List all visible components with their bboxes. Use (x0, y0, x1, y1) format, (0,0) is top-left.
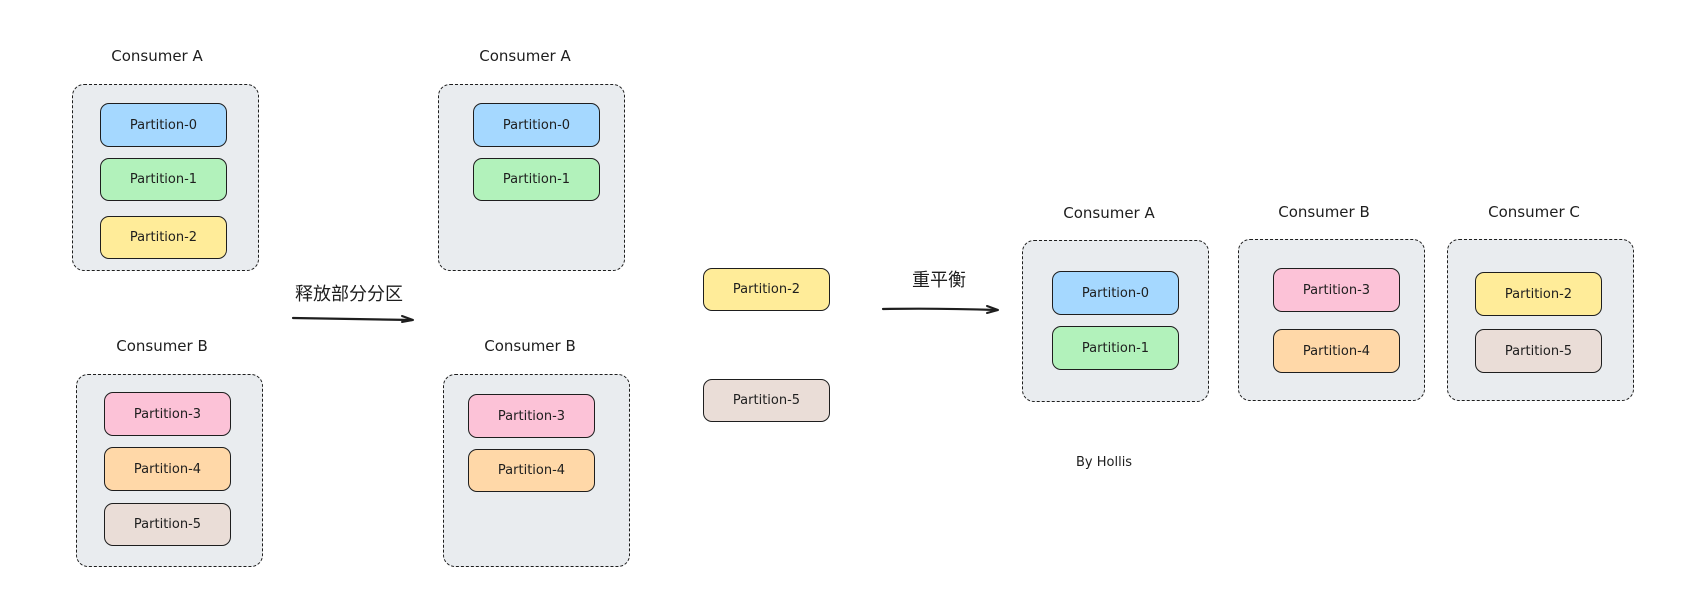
stage1-consumer-a-title: Consumer A (111, 47, 203, 65)
partition-box: Partition-1 (1052, 326, 1179, 370)
stage3-consumer-b-group (1238, 239, 1425, 401)
partition-box: Partition-3 (1273, 268, 1400, 312)
rebalance-arrow (881, 305, 999, 314)
partition-box: Partition-2 (100, 216, 227, 259)
partition-box: Partition-2 (1475, 272, 1602, 316)
release-arrow (291, 315, 414, 323)
rebalance-label: 重平衡 (912, 270, 966, 291)
stage3-consumer-c-title: Consumer C (1488, 203, 1580, 221)
partition-box: Partition-1 (473, 158, 600, 201)
stage3-consumer-c-group (1447, 239, 1634, 401)
partition-box: Partition-5 (1475, 329, 1602, 373)
partition-box: Partition-0 (473, 103, 600, 147)
stage3-consumer-b-title: Consumer B (1278, 203, 1370, 221)
partition-box: Partition-4 (468, 449, 595, 492)
release-partitions-label: 释放部分分区 (295, 284, 403, 305)
partition-box: Partition-0 (1052, 271, 1179, 315)
author-credit: By Hollis (1076, 455, 1133, 470)
partition-box: Partition-1 (100, 158, 227, 201)
stage2-consumer-a-title: Consumer A (479, 47, 571, 65)
stage1-consumer-b-title: Consumer B (116, 337, 208, 355)
partition-box: Partition-0 (100, 103, 227, 147)
stage3-consumer-a-title: Consumer A (1063, 204, 1155, 222)
partition-box: Partition-4 (1273, 329, 1400, 373)
released-partition-box: Partition-2 (703, 268, 830, 311)
partition-box: Partition-4 (104, 447, 231, 491)
released-partition-box: Partition-5 (703, 379, 830, 422)
stage3-consumer-a-group (1022, 240, 1209, 402)
stage2-consumer-b-title: Consumer B (484, 337, 576, 355)
partition-box: Partition-3 (104, 392, 231, 436)
partition-box: Partition-3 (468, 394, 595, 438)
partition-box: Partition-5 (104, 503, 231, 546)
